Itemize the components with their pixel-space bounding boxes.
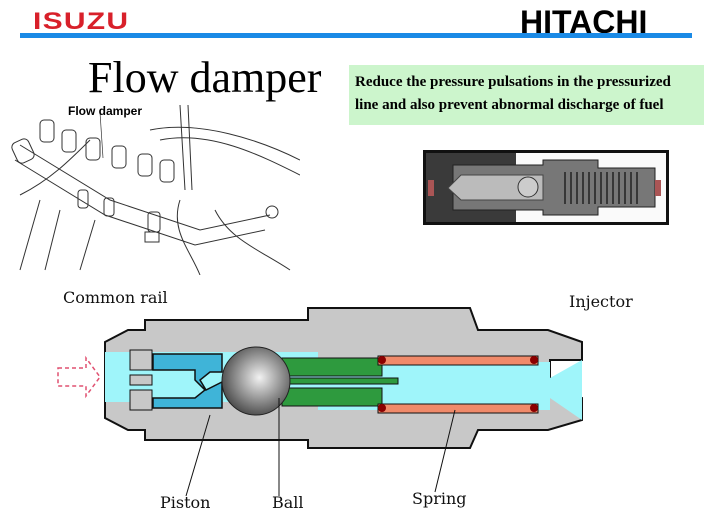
- ball: [221, 346, 291, 416]
- slide-title: Flow damper: [88, 53, 322, 102]
- description-box: Reduce the pressure pulsations in the pr…: [349, 65, 704, 125]
- flow-damper-cross-section: [57, 307, 583, 497]
- green-sleeve-bottom: [281, 387, 383, 407]
- label-spring: Spring: [412, 489, 467, 508]
- label-piston: Piston: [160, 493, 211, 512]
- description-line-2: line and also prevent abnormal discharge…: [355, 97, 664, 113]
- spring-leader: [434, 409, 456, 493]
- piston-leader: [185, 414, 211, 497]
- sketch-label: Flow damper: [68, 104, 143, 118]
- header-rule: [20, 33, 692, 38]
- sketch-leader-line: [99, 111, 104, 159]
- label-ball: Ball: [272, 493, 304, 512]
- isuzu-logo: ISUZU: [33, 8, 130, 35]
- common-rail-sketch: [11, 104, 300, 275]
- label-injector: Injector: [569, 292, 633, 311]
- photo-spring: [564, 172, 638, 204]
- sketch-fittings: [11, 119, 279, 243]
- fuel-flow-arrow: [57, 355, 101, 399]
- spring-bottom: [377, 403, 539, 414]
- flow-damper-photo: [423, 150, 669, 225]
- green-sleeve-top: [281, 357, 383, 377]
- green-rod: [279, 377, 399, 385]
- spring-top: [377, 355, 539, 366]
- description-line-1: Reduce the pressure pulsations in the pr…: [355, 74, 671, 90]
- piston: [152, 353, 223, 409]
- label-common-rail: Common rail: [63, 288, 168, 307]
